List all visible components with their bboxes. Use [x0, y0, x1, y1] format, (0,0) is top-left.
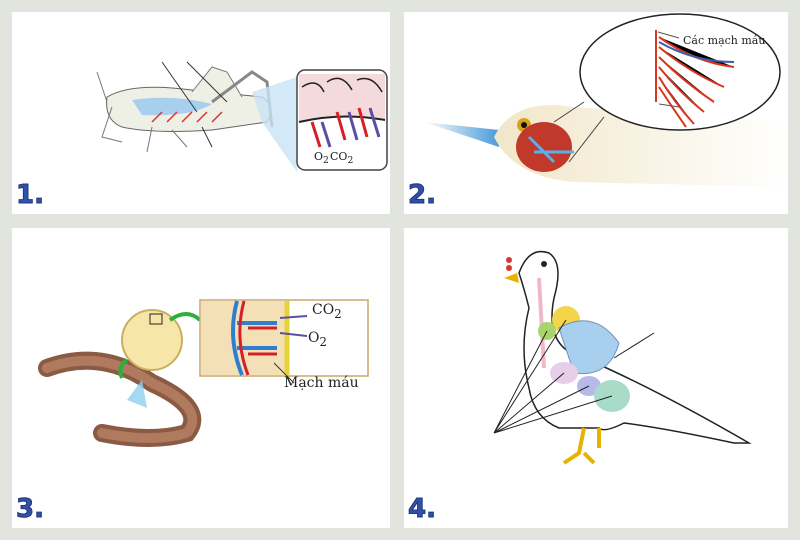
vessel-label: Mạch máu — [284, 375, 359, 391]
panel-grasshopper: O2 CO2 1. — [12, 12, 390, 214]
earthworm-illustration — [38, 299, 369, 447]
gill-inset — [579, 13, 781, 131]
co2-label: CO2 — [312, 302, 342, 321]
panel-bird: 4. — [404, 228, 788, 528]
panel-earthworm: CO2 O2 Mạch máu 3. — [12, 228, 390, 528]
panel-fish: Các mạch máu 2. — [404, 12, 788, 214]
bird-illustration — [493, 250, 752, 465]
grasshopper-illustration — [96, 61, 388, 172]
panel-number: 1. — [16, 180, 45, 211]
co2-label: CO2 — [330, 150, 354, 167]
panel-number: 2. — [408, 180, 437, 211]
panel-number: 3. — [16, 494, 45, 525]
o2-label: O2 — [314, 150, 329, 167]
vessels-label: Các mạch máu — [683, 34, 766, 47]
o2-label: O2 — [308, 330, 327, 349]
fish-illustration — [424, 13, 788, 187]
panel-number: 4. — [408, 494, 437, 525]
